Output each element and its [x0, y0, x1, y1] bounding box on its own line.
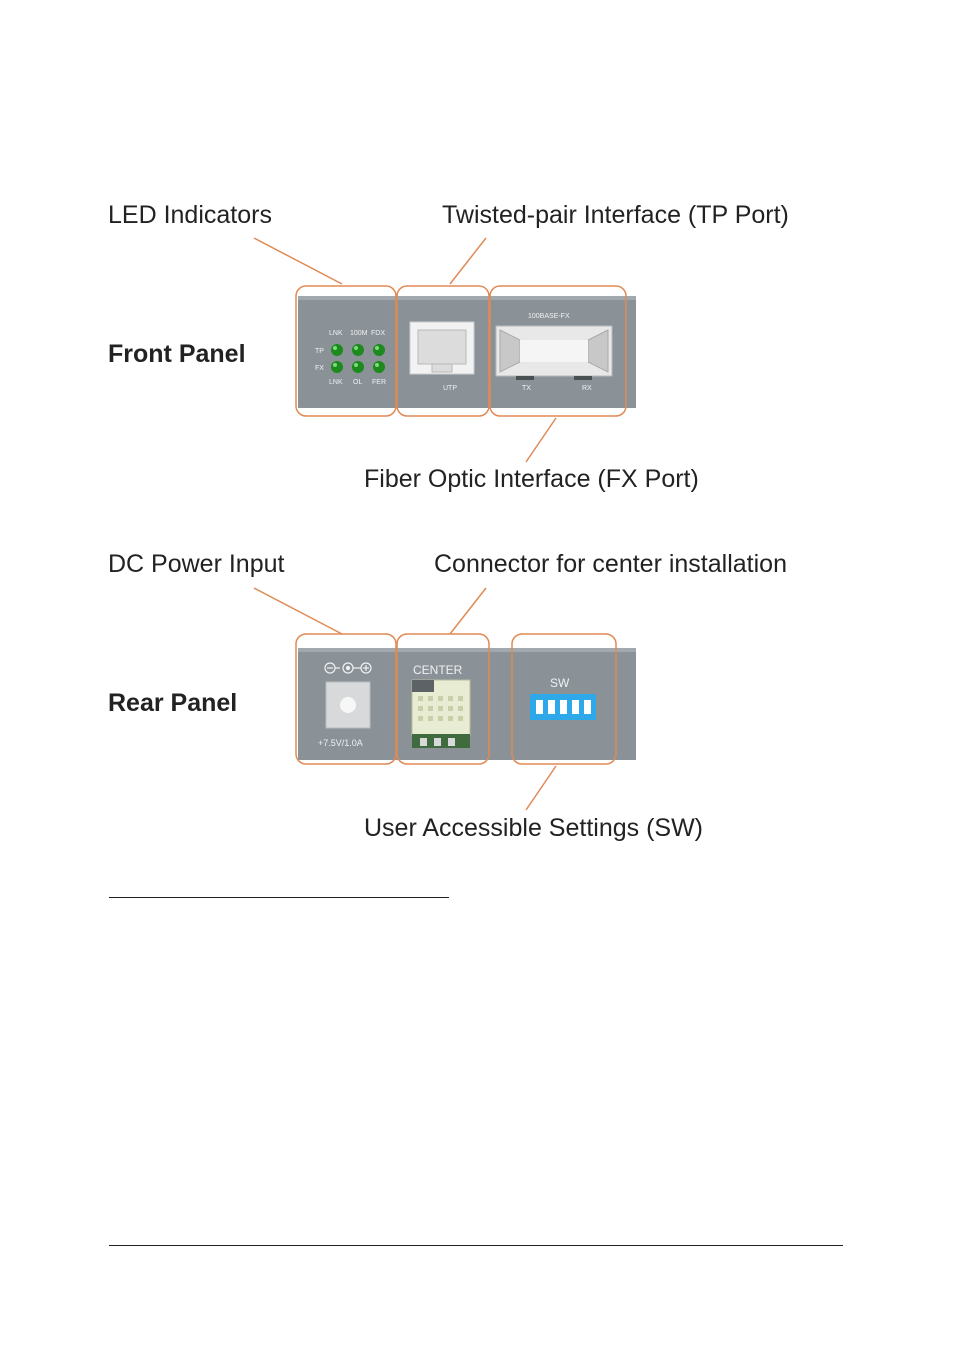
- led-fdx: [373, 344, 385, 356]
- front-panel-label: Front Panel: [108, 340, 246, 368]
- fx-model-label: 100BASE-FX: [528, 313, 570, 320]
- callout-center-connector: Connector for center installation: [434, 550, 787, 578]
- highlight-fx: [489, 285, 627, 417]
- led-bottom-label: OL: [353, 379, 362, 386]
- dip-switch-toggle: [536, 700, 543, 714]
- led-lnk-tp: [331, 344, 343, 356]
- leader-power: [253, 587, 343, 635]
- led-lnk-fx: [331, 361, 343, 373]
- footnote-divider: [109, 897, 449, 898]
- dip-switch-toggle: [560, 700, 567, 714]
- leader-fx: [525, 417, 557, 463]
- sw-label: SW: [550, 676, 570, 690]
- highlight-power: [295, 633, 397, 765]
- rx-label: RX: [582, 385, 592, 392]
- dip-switch-toggle: [584, 700, 591, 714]
- center-label: CENTER: [413, 663, 463, 677]
- highlight-tp: [396, 285, 490, 417]
- rear-panel-label: Rear Panel: [108, 689, 237, 717]
- callout-tp-port: Twisted-pair Interface (TP Port): [442, 201, 789, 229]
- dc-power-jack: +7.5V/1.0A: [318, 662, 372, 748]
- footer-divider: [109, 1245, 843, 1246]
- callout-sw-settings: User Accessible Settings (SW): [364, 814, 703, 842]
- leader-sw: [525, 765, 557, 811]
- leader-center: [449, 587, 487, 635]
- leader-led: [253, 237, 343, 285]
- dip-switch: SW: [530, 676, 596, 720]
- fx-port: 100BASE-FX TX RX: [495, 313, 613, 392]
- center-connector: CENTER: [411, 663, 471, 748]
- highlight-center: [396, 633, 490, 765]
- led-fer: [373, 361, 385, 373]
- led-bottom-label: FER: [372, 379, 386, 386]
- led-side-label: FX: [315, 365, 324, 372]
- callout-led-indicators: LED Indicators: [108, 201, 272, 229]
- power-rating-label: +7.5V/1.0A: [318, 738, 363, 748]
- callout-dc-power: DC Power Input: [108, 550, 285, 578]
- led-indicator-group: LNK 100M FDX TP FX LNK OL FER: [315, 330, 386, 386]
- polarity-symbol-icon: [324, 662, 372, 674]
- led-top-label: LNK: [329, 330, 343, 337]
- led-top-label: FDX: [371, 330, 385, 337]
- utp-label: UTP: [443, 385, 457, 392]
- led-side-label: TP: [315, 348, 324, 355]
- highlight-led: [295, 285, 397, 417]
- callout-fx-port: Fiber Optic Interface (FX Port): [364, 465, 699, 493]
- tp-port: UTP: [409, 321, 475, 392]
- leader-tp: [449, 237, 487, 285]
- dip-switch-toggle: [548, 700, 555, 714]
- led-100m: [352, 344, 364, 356]
- led-top-label: 100M: [350, 330, 368, 337]
- led-bottom-label: LNK: [329, 379, 343, 386]
- dip-switch-toggle: [572, 700, 579, 714]
- led-ol: [352, 361, 364, 373]
- highlight-sw: [511, 633, 617, 765]
- tx-label: TX: [522, 385, 531, 392]
